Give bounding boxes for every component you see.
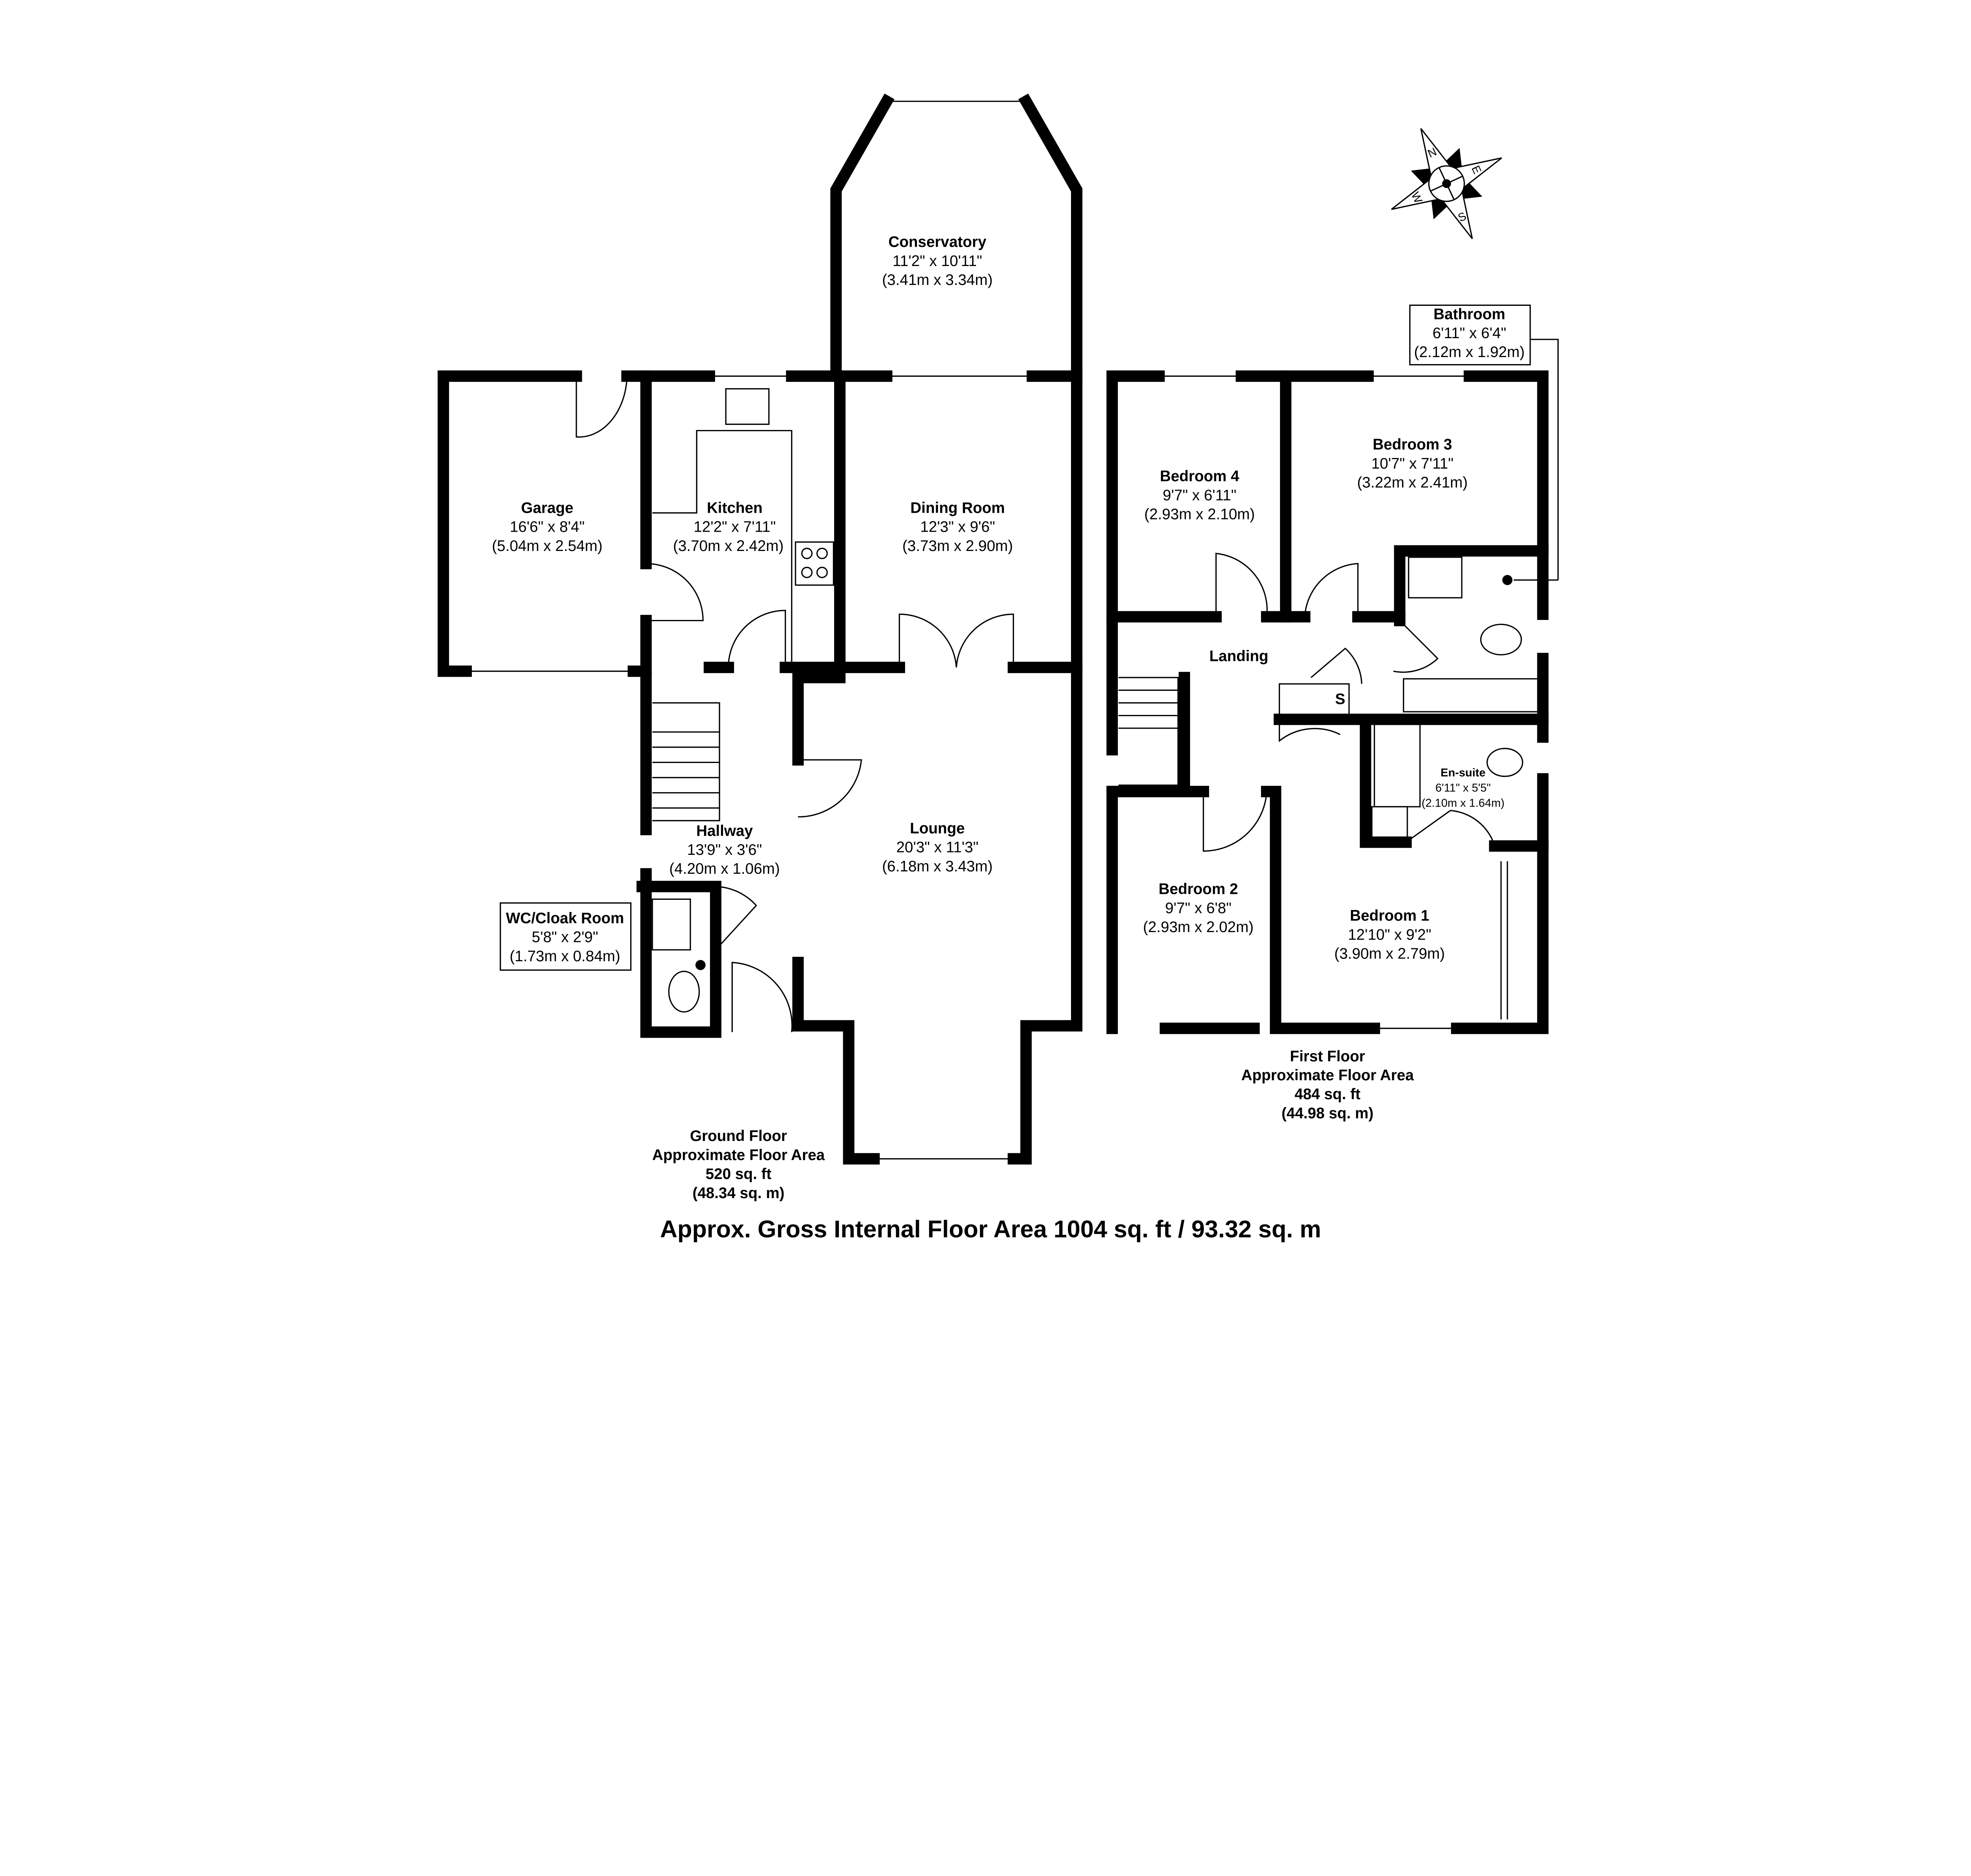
floor-label: Ground Floor	[690, 1128, 787, 1145]
room-name: Bedroom 4	[1160, 468, 1239, 485]
room-name: Bedroom 3	[1373, 436, 1452, 453]
room-metric: (3.70m x 2.42m)	[673, 538, 784, 555]
room-conservatory: Conservatory 11'2" x 10'11" (3.41m x 3.3…	[882, 234, 993, 288]
room-imperial: 11'2" x 10'11"	[892, 253, 982, 270]
room-metric: (1.73m x 0.84m)	[510, 948, 620, 965]
room-metric: (3.22m x 2.41m)	[1357, 474, 1468, 491]
room-wc-cloak-room: WC/Cloak Room 5'8" x 2'9" (1.73m x 0.84m…	[499, 902, 632, 971]
area-sqft: 520 sq. ft	[706, 1166, 771, 1183]
room-imperial: 9'7" x 6'11"	[1163, 487, 1237, 504]
room-hallway: Hallway 13'9" x 3'6" (4.20m x 1.06m)	[669, 823, 780, 877]
room-imperial: 9'7" x 6'8"	[1165, 900, 1232, 917]
room-imperial: 12'3" x 9'6"	[920, 519, 995, 536]
room-name: En-suite	[1440, 767, 1485, 779]
room-bedroom-1: Bedroom 1 12'10" x 9'2" (3.90m x 2.79m)	[1334, 907, 1445, 962]
room-landing: Landing S	[1209, 648, 1345, 707]
area-sqft: 484 sq. ft	[1295, 1086, 1360, 1103]
room-name: Kitchen	[707, 499, 762, 516]
area-sqm: (44.98 sq. m)	[1282, 1105, 1374, 1122]
floor-plan: N S E W	[438, 93, 1559, 1242]
room-name: WC/Cloak Room	[506, 910, 624, 927]
room-metric: (5.04m x 2.54m)	[492, 538, 603, 555]
first-floor-walls	[1106, 339, 1559, 1034]
room-name: Conservatory	[889, 234, 987, 251]
ground-floor-walls	[438, 93, 1082, 1165]
room-metric: (2.10m x 1.64m)	[1421, 797, 1504, 810]
room-imperial: 12'10" x 9'2"	[1348, 926, 1431, 943]
room-bathroom: Bathroom 6'11" x 6'4" (2.12m x 1.92m)	[1409, 304, 1531, 366]
room-metric: (3.73m x 2.90m)	[902, 538, 1013, 555]
area-sqm: (48.34 sq. m)	[693, 1185, 785, 1202]
floor-label: First Floor	[1290, 1048, 1365, 1065]
room-name: Bedroom 2	[1159, 881, 1238, 898]
room-imperial: 12'2" x 7'11"	[693, 519, 776, 536]
room-name: Garage	[521, 499, 574, 516]
room-lounge: Lounge 20'3" x 11'3" (6.18m x 3.43m)	[882, 820, 993, 875]
room-name: Lounge	[910, 820, 965, 837]
room-metric: (2.93m x 2.10m)	[1144, 506, 1255, 523]
room-name: Hallway	[696, 823, 753, 839]
room-name: Bathroom	[1433, 306, 1505, 323]
room-bedroom-3: Bedroom 3 10'7" x 7'11" (3.22m x 2.41m)	[1357, 436, 1468, 491]
room-dining-room: Dining Room 12'3" x 9'6" (3.73m x 2.90m)	[902, 499, 1013, 554]
room-imperial: 6'11" x 6'4"	[1433, 325, 1506, 342]
room-kitchen: Kitchen 12'2" x 7'11" (3.70m x 2.42m)	[673, 499, 784, 554]
compass-icon: N S E W	[1391, 128, 1502, 239]
room-metric: (3.90m x 2.79m)	[1334, 945, 1445, 962]
room-imperial: 13'9" x 3'6"	[687, 841, 762, 858]
room-name: Bedroom 1	[1350, 907, 1429, 924]
room-en-suite: En-suite 6'11" x 5'5" (2.10m x 1.64m)	[1421, 767, 1504, 810]
room-garage: Garage 16'6" x 8'4" (5.04m x 2.54m)	[492, 499, 603, 554]
room-bedroom-2: Bedroom 2 9'7" x 6'8" (2.93m x 2.02m)	[1143, 881, 1254, 936]
room-imperial: 5'8" x 2'9"	[532, 929, 598, 946]
room-bedroom-4: Bedroom 4 9'7" x 6'11" (2.93m x 2.10m)	[1144, 468, 1255, 523]
room-metric: (2.12m x 1.92m)	[1414, 344, 1525, 361]
room-name: Dining Room	[910, 499, 1005, 516]
gross-internal-area: Approx. Gross Internal Floor Area 1004 s…	[660, 1215, 1321, 1242]
room-imperial: 20'3" x 11'3"	[896, 839, 979, 856]
first-floor-area: First Floor Approximate Floor Area 484 s…	[1241, 1048, 1414, 1122]
room-name: Landing	[1209, 648, 1269, 664]
room-metric: (3.41m x 3.34m)	[882, 272, 993, 288]
area-label: Approximate Floor Area	[1241, 1067, 1414, 1084]
area-label: Approximate Floor Area	[652, 1146, 825, 1163]
room-metric: (4.20m x 1.06m)	[669, 860, 780, 877]
room-metric: (6.18m x 3.43m)	[882, 858, 993, 875]
room-imperial: 6'11" x 5'5"	[1435, 782, 1490, 794]
store-label: S	[1335, 691, 1345, 708]
room-imperial: 10'7" x 7'11"	[1371, 455, 1454, 472]
ground-floor-area: Ground Floor Approximate Floor Area 520 …	[652, 1128, 825, 1202]
room-metric: (2.93m x 2.02m)	[1143, 919, 1254, 936]
room-imperial: 16'6" x 8'4"	[510, 519, 585, 536]
